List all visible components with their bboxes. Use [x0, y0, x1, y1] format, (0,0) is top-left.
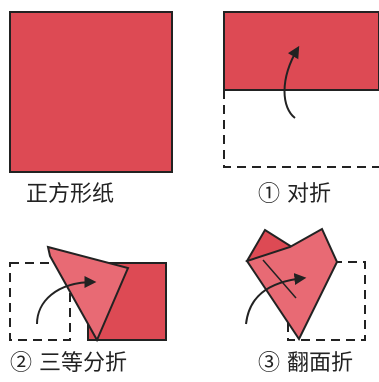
step-caption-fold-in-thirds: ② 三等分折 — [10, 351, 127, 376]
step-caption-square-paper: 正方形纸 — [26, 182, 115, 207]
square-paper — [9, 11, 173, 173]
fold-up-arrow-icon — [283, 45, 300, 119]
step-caption-fold-in-half: ① 对折 — [258, 182, 331, 207]
dashed-unfolded-outline — [223, 90, 379, 168]
folded-triangle-flap — [46, 245, 130, 343]
fold-over-arrow-icon — [36, 276, 97, 325]
step-caption-flip-fold: ③ 翻面折 — [258, 351, 353, 376]
step1-fold-in-half — [223, 11, 379, 168]
flip-fold-arrow-icon — [245, 273, 307, 325]
folded-half-paper — [223, 11, 379, 91]
step2-fold-in-thirds — [9, 245, 167, 343]
step3-flip-and-fold — [245, 227, 366, 341]
dashed-left-third-outline — [9, 262, 71, 341]
heart-main-shape — [245, 227, 339, 341]
heart-inner-fold-line — [262, 259, 297, 299]
